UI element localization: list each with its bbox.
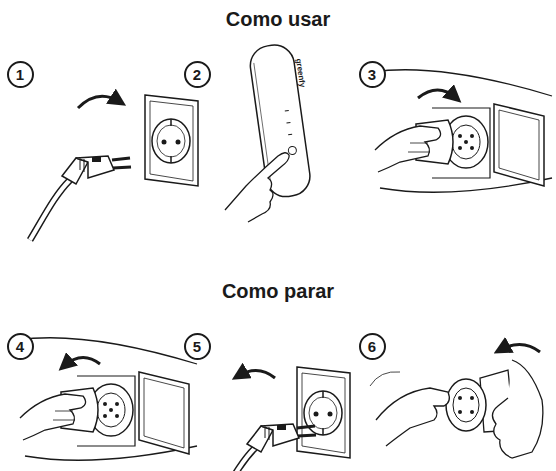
section-heading: Como parar bbox=[222, 280, 334, 303]
section-heading: Como usar bbox=[226, 8, 330, 31]
callout-number-text: 6 bbox=[368, 339, 376, 354]
callout-number-text: 1 bbox=[16, 67, 24, 82]
callout-number-text: 5 bbox=[193, 339, 201, 354]
callout-number: 2 bbox=[184, 61, 211, 88]
callout-number: 3 bbox=[359, 61, 386, 88]
callout-number: 5 bbox=[184, 333, 211, 360]
callout-number: 4 bbox=[7, 333, 34, 360]
callout-number-text: 4 bbox=[16, 339, 24, 354]
callout-number: 6 bbox=[359, 333, 386, 360]
callout-number-text: 2 bbox=[193, 67, 201, 82]
callout-number: 1 bbox=[7, 61, 34, 88]
callout-number-text: 3 bbox=[368, 67, 376, 82]
